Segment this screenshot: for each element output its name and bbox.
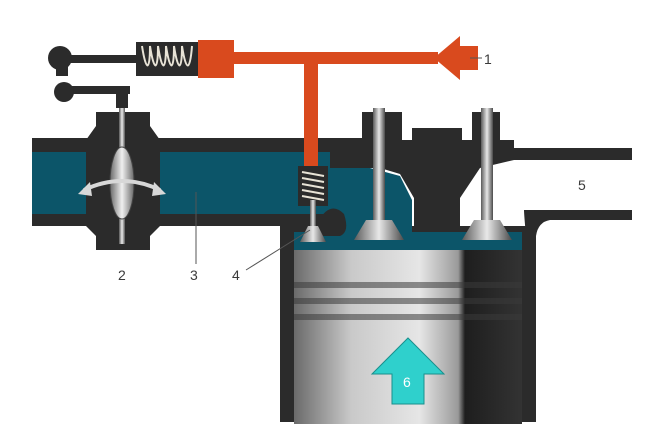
label-6: 6 xyxy=(403,374,411,390)
intake-pipe-bottom-wall xyxy=(32,214,332,226)
head-block xyxy=(330,112,632,232)
intake-valve xyxy=(354,108,404,240)
leader-line-4 xyxy=(245,229,311,271)
intake-channel-fluid xyxy=(32,152,86,214)
rotate-arrows-icon xyxy=(78,179,166,196)
exhaust-valve xyxy=(462,108,512,240)
aux-valve-spring xyxy=(301,171,325,201)
cylinder-right-wall xyxy=(522,232,536,422)
aux-valve-stem xyxy=(310,200,316,228)
label-5: 5 xyxy=(578,177,586,193)
control-line-horizontal xyxy=(232,52,438,64)
label-1: 1 xyxy=(484,51,492,67)
aux-valve-pocket xyxy=(318,208,347,236)
exhaust-valve-head xyxy=(462,220,512,240)
exhaust-bottom-wall xyxy=(524,210,632,420)
piston-ring-1 xyxy=(294,282,522,288)
piston-crown xyxy=(294,244,522,250)
control-rod-stop xyxy=(56,66,68,76)
cylinder-left-wall xyxy=(280,232,294,422)
leader-lines xyxy=(195,57,482,271)
piston xyxy=(294,244,522,424)
throttle-valve xyxy=(78,104,166,244)
intake-main-fluid xyxy=(160,152,412,232)
arrow-up-icon xyxy=(370,337,446,405)
linkage-knob xyxy=(54,82,74,102)
arrow-left-icon xyxy=(434,36,478,80)
exhaust-valve-stem xyxy=(481,108,493,226)
control-rod-knob xyxy=(48,46,72,70)
control-line-vertical xyxy=(304,52,318,170)
aux-valve-head xyxy=(300,226,326,242)
label-2: 2 xyxy=(118,267,126,283)
throttle-linkage xyxy=(48,46,140,108)
label-3: 3 xyxy=(190,267,198,283)
piston-ring-3 xyxy=(294,314,522,320)
intake-valve-stem xyxy=(373,108,385,226)
piston-ring-2 xyxy=(294,298,522,304)
pressure-actuator xyxy=(136,36,478,170)
linkage-arm xyxy=(70,86,130,94)
actuator-piston xyxy=(198,40,234,78)
control-rod xyxy=(60,55,140,63)
intake-pipe-top-wall xyxy=(32,138,332,152)
label-4: 4 xyxy=(232,267,240,283)
control-spring xyxy=(141,45,193,67)
auxiliary-valve xyxy=(298,166,328,242)
intake-valve-head xyxy=(354,220,404,240)
